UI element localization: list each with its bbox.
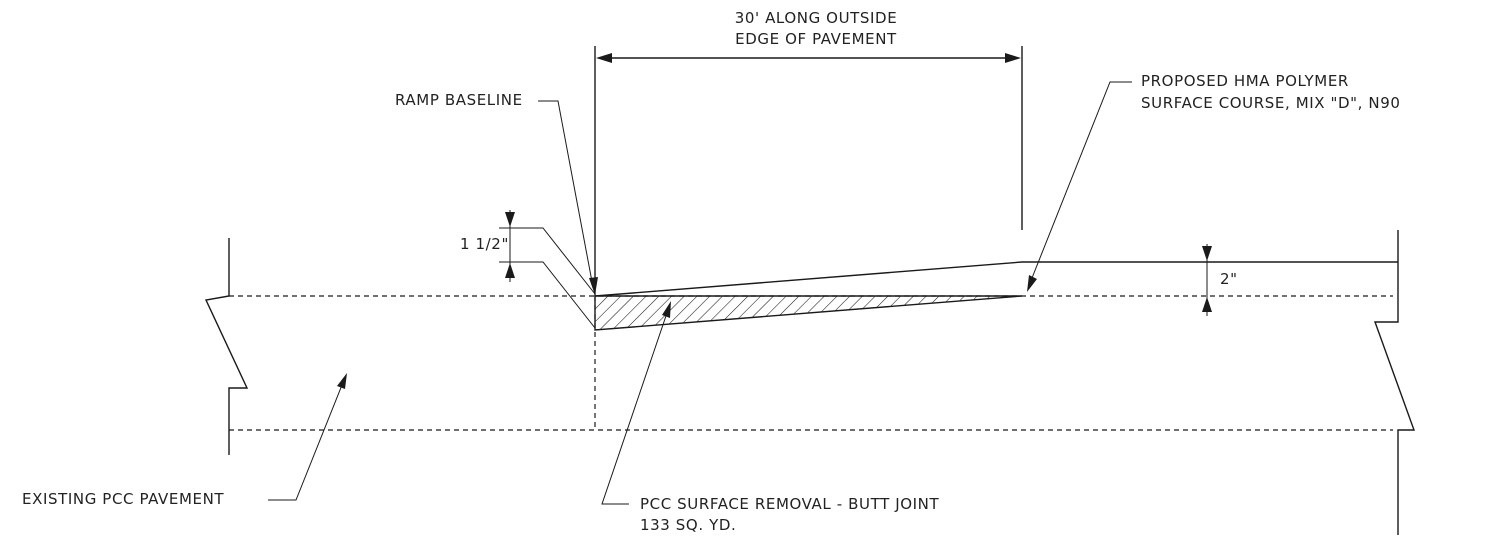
hma-taper-line (594, 261, 1023, 297)
hma-label-2: SURFACE COURSE, MIX "D", N90 (1141, 94, 1401, 112)
hma-leader (1029, 81, 1132, 284)
ramp-baseline-arrow (589, 277, 598, 295)
top-dimension-label-1: 30' ALONG OUTSIDE (735, 9, 898, 27)
right-break-line (1374, 230, 1415, 535)
removal-arrow (662, 301, 671, 318)
left-thickness-dimension: 1 1/2" (460, 210, 596, 329)
hma-callout: PROPOSED HMA POLYMER SURFACE COURSE, MIX… (1027, 72, 1401, 292)
left-dim-lower-leader (526, 261, 596, 329)
top-dimension: 30' ALONG OUTSIDE EDGE OF PAVEMENT (594, 9, 1023, 296)
left-thickness-label: 1 1/2" (460, 235, 509, 253)
proposed-hma-surface (594, 261, 1398, 297)
existing-pcc-label: EXISTING PCC PAVEMENT (22, 490, 224, 508)
existing-pavement-section (204, 230, 1415, 535)
existing-pcc-callout: EXISTING PCC PAVEMENT (22, 373, 347, 508)
removal-callout: PCC SURFACE REMOVAL - BUTT JOINT 133 SQ.… (601, 301, 939, 534)
ramp-baseline-label: RAMP BASELINE (395, 91, 523, 109)
left-dim-lower-arrow (505, 263, 515, 278)
top-dimension-right-arrow (1005, 53, 1021, 63)
ramp-baseline-callout: RAMP BASELINE (395, 91, 598, 295)
ramp-baseline-leader (538, 100, 594, 288)
right-thickness-label: 2" (1220, 270, 1238, 288)
top-dimension-left-arrow (596, 53, 612, 63)
left-dim-upper-arrow (505, 212, 515, 227)
right-dim-upper-arrow (1202, 246, 1212, 261)
hma-arrow (1027, 275, 1037, 292)
hma-label-1: PROPOSED HMA POLYMER (1141, 72, 1349, 90)
left-dim-upper-leader (526, 227, 596, 295)
right-dim-lower-arrow (1202, 297, 1212, 312)
existing-pcc-leader (268, 379, 345, 501)
top-dimension-label-2: EDGE OF PAVEMENT (735, 30, 897, 48)
removal-leader (601, 309, 669, 505)
left-break-line (204, 238, 249, 455)
right-thickness-dimension: 2" (1202, 244, 1238, 316)
removal-label-2: 133 SQ. YD. (640, 516, 736, 534)
pcc-surface-removal-hatch (594, 295, 1023, 331)
removal-label-1: PCC SURFACE REMOVAL - BUTT JOINT (640, 495, 939, 513)
existing-pcc-arrow (337, 373, 347, 389)
